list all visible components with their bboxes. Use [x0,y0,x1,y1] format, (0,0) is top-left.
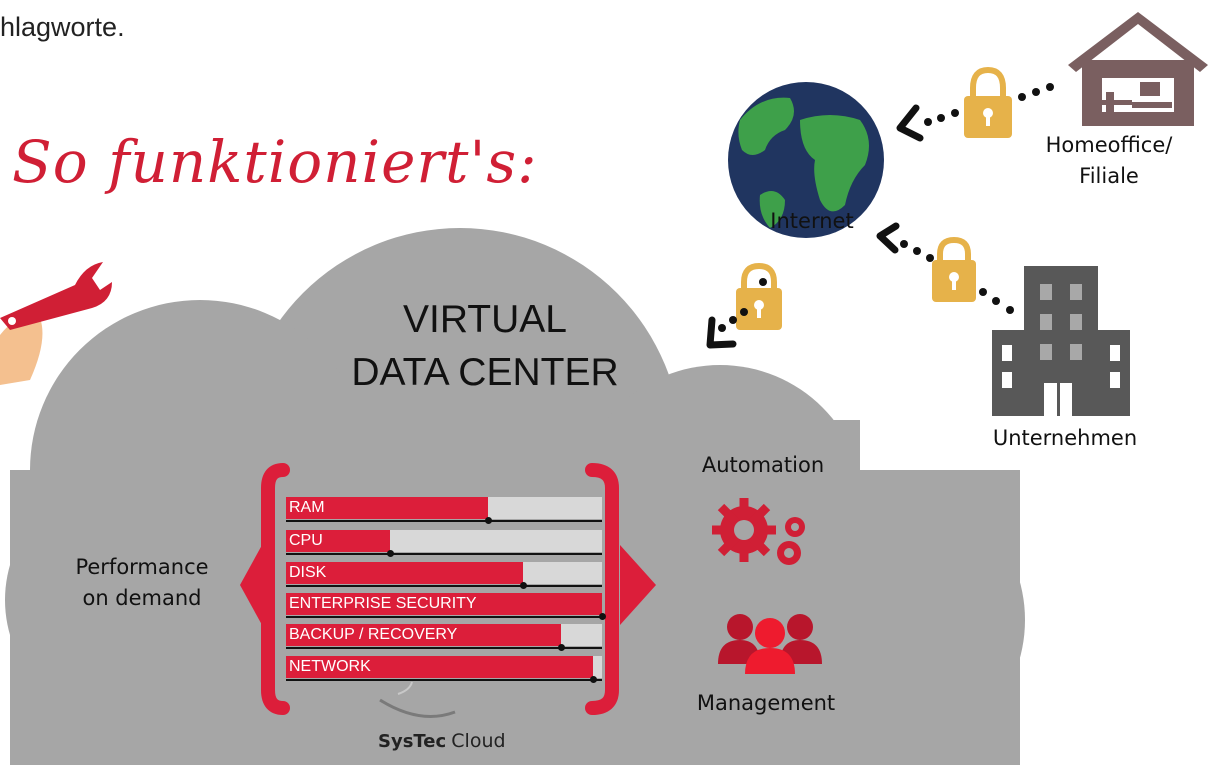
vdc-title-line-2: DATA CENTER [351,351,619,394]
logo-swoosh-icon [379,698,456,718]
meter-disk: DISK [286,562,602,589]
meter-label: CPU [289,532,323,549]
right-arrow-wedge [620,545,656,625]
office-building-icon [992,266,1130,416]
meter-fill [286,562,523,584]
vdc-title: VIRTUAL DATA CENTER [340,293,630,399]
company-label: Unternehmen [992,426,1138,450]
meter-fill [286,530,391,552]
homeoffice-label: Homeoffice/ Filiale [1040,130,1178,192]
meter-label: RAM [289,499,325,516]
meter-baseline [286,647,602,649]
house-icon [1068,12,1208,126]
padlock-icon [964,66,1012,138]
meter-backup-recovery: BACKUP / RECOVERY [286,624,602,651]
wrench-hand-icon [0,262,112,385]
meter-baseline [286,679,602,681]
meter-marker [485,517,493,524]
meter-fill [286,656,593,678]
meter-network: NETWORK [286,656,602,683]
meter-baseline [286,553,602,555]
meter-ram: RAM [286,497,602,524]
people-group-icon [718,614,822,674]
globe-icon [728,82,884,238]
meter-marker [589,676,597,683]
gears-icon [712,498,805,565]
padlock-icon [736,262,782,330]
meter-fill [286,497,489,519]
homeoffice-label-line-2: Filiale [1079,164,1139,188]
meter-fill [286,624,561,646]
dotted-arrow-icon [876,222,1014,314]
meter-marker [520,582,527,589]
logo-brand: SysTec [378,731,447,752]
dotted-arrow-icon [706,278,767,349]
logo-swoosh-accent [397,681,413,695]
meter-marker [557,644,565,651]
management-label: Management [696,691,836,715]
meter-label: DISK [289,564,327,581]
cloud-shape [5,228,1025,765]
performance-label: Performance on demand [52,552,232,614]
meter-baseline [286,520,602,522]
performance-label-line-1: Performance [75,555,209,579]
internet-label: Internet [770,209,854,233]
heading-fragment: hlagworte. [0,12,125,42]
homeoffice-label-line-1: Homeoffice/ [1045,133,1173,157]
meter-enterprise-security: ENTERPRISE SECURITY [286,593,606,620]
padlock-icon [932,236,976,302]
meter-baseline [286,616,602,618]
meter-label: ENTERPRISE SECURITY [289,595,477,612]
meter-fill [286,593,602,615]
meter-brackets [261,463,619,715]
meter-marker [387,550,395,557]
left-arrow-wedge [240,545,262,625]
meter-label: NETWORK [289,658,371,675]
systec-cloud-logo: SysTec Cloud [378,730,506,752]
headline: So funktioniert's: [12,128,538,196]
performance-label-line-2: on demand [82,586,202,610]
automation-label: Automation [701,453,825,477]
vdc-title-line-1: VIRTUAL [403,298,567,341]
logo-suffix: Cloud [451,730,506,752]
dotted-arrow-icon [896,83,1054,142]
meter-baseline [286,585,602,587]
meter-label: BACKUP / RECOVERY [289,626,458,643]
meter-marker [599,613,606,620]
meter-cpu: CPU [286,530,602,557]
